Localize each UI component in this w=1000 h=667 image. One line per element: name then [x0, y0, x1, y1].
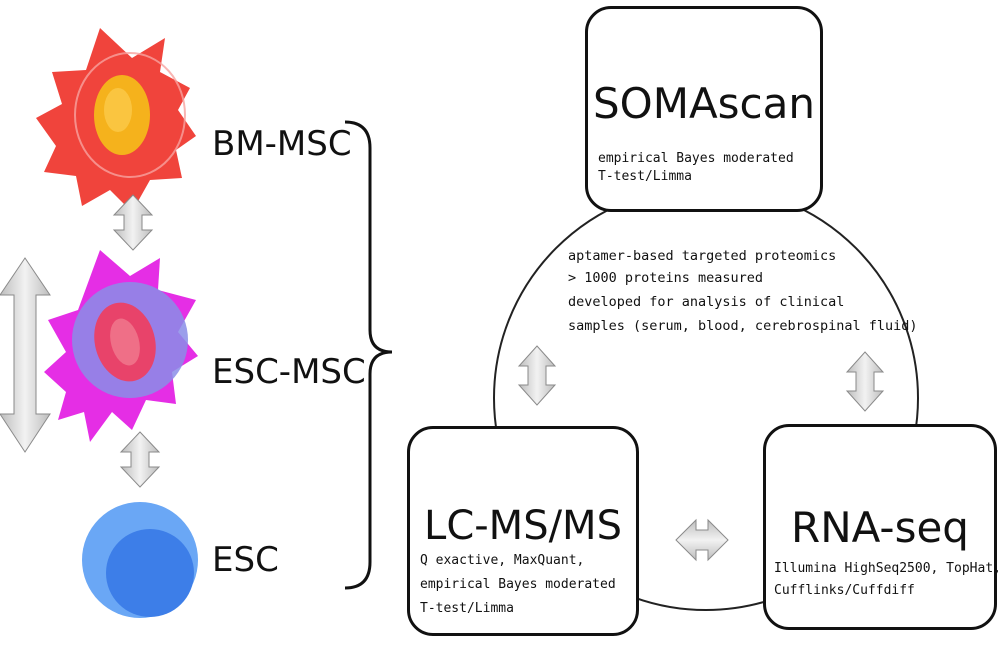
bm-msc-label: BM-MSC: [212, 124, 352, 164]
cell-group-bracket: [344, 120, 393, 590]
lcmsms-title: LC-MS/MS: [424, 503, 622, 549]
somascan-rnaseq-arrow: [845, 351, 885, 412]
somascan-stat-line-2: T-test/Limma: [598, 169, 692, 184]
rnaseq-line-1: Illumina HighSeq2500, TopHat,: [774, 561, 1000, 576]
lcmsms-rnaseq-arrow: [675, 518, 729, 562]
esc-msc-cell: [44, 250, 198, 442]
somascan-note-3: developed for analysis of clinical: [568, 294, 845, 310]
somascan-lcmsms-arrow: [517, 345, 557, 406]
somascan-stat-line-1: empirical Bayes moderated: [598, 151, 794, 166]
esc-label: ESC: [212, 540, 279, 580]
lcmsms-line-1: Q exactive, MaxQuant,: [420, 553, 585, 568]
esc-cell: [82, 502, 198, 618]
lcmsms-box: LC-MS/MS Q exactive, MaxQuant, empirical…: [407, 426, 639, 636]
somascan-note-1: aptamer-based targeted proteomics: [568, 248, 837, 264]
esc-msc-label: ESC-MSC: [212, 352, 366, 392]
lcmsms-line-2: empirical Bayes moderated: [420, 577, 616, 592]
somascan-title: SOMAscan: [592, 79, 816, 128]
esc-nucleus: [106, 529, 194, 617]
bm-to-esc-msc-arrow: [112, 194, 154, 251]
lcmsms-line-3: T-test/Limma: [420, 601, 514, 616]
rnaseq-title: RNA-seq: [791, 503, 969, 552]
somascan-box: SOMAscan empirical Bayes moderated T-tes…: [585, 6, 823, 212]
bm-msc-cell: [36, 28, 196, 212]
rnaseq-box: RNA-seq Illumina HighSeq2500, TopHat, Cu…: [763, 424, 1000, 630]
overall-similarity-arrow: [0, 257, 51, 453]
rnaseq-line-2: Cufflinks/Cuffdiff: [774, 583, 915, 598]
esc-msc-to-esc-arrow: [119, 431, 161, 488]
somascan-note-2: > 1000 proteins measured: [568, 270, 764, 286]
somascan-note-4: samples (serum, blood, cerebrospinal flu…: [568, 318, 918, 334]
bm-msc-membrane: [74, 52, 186, 178]
